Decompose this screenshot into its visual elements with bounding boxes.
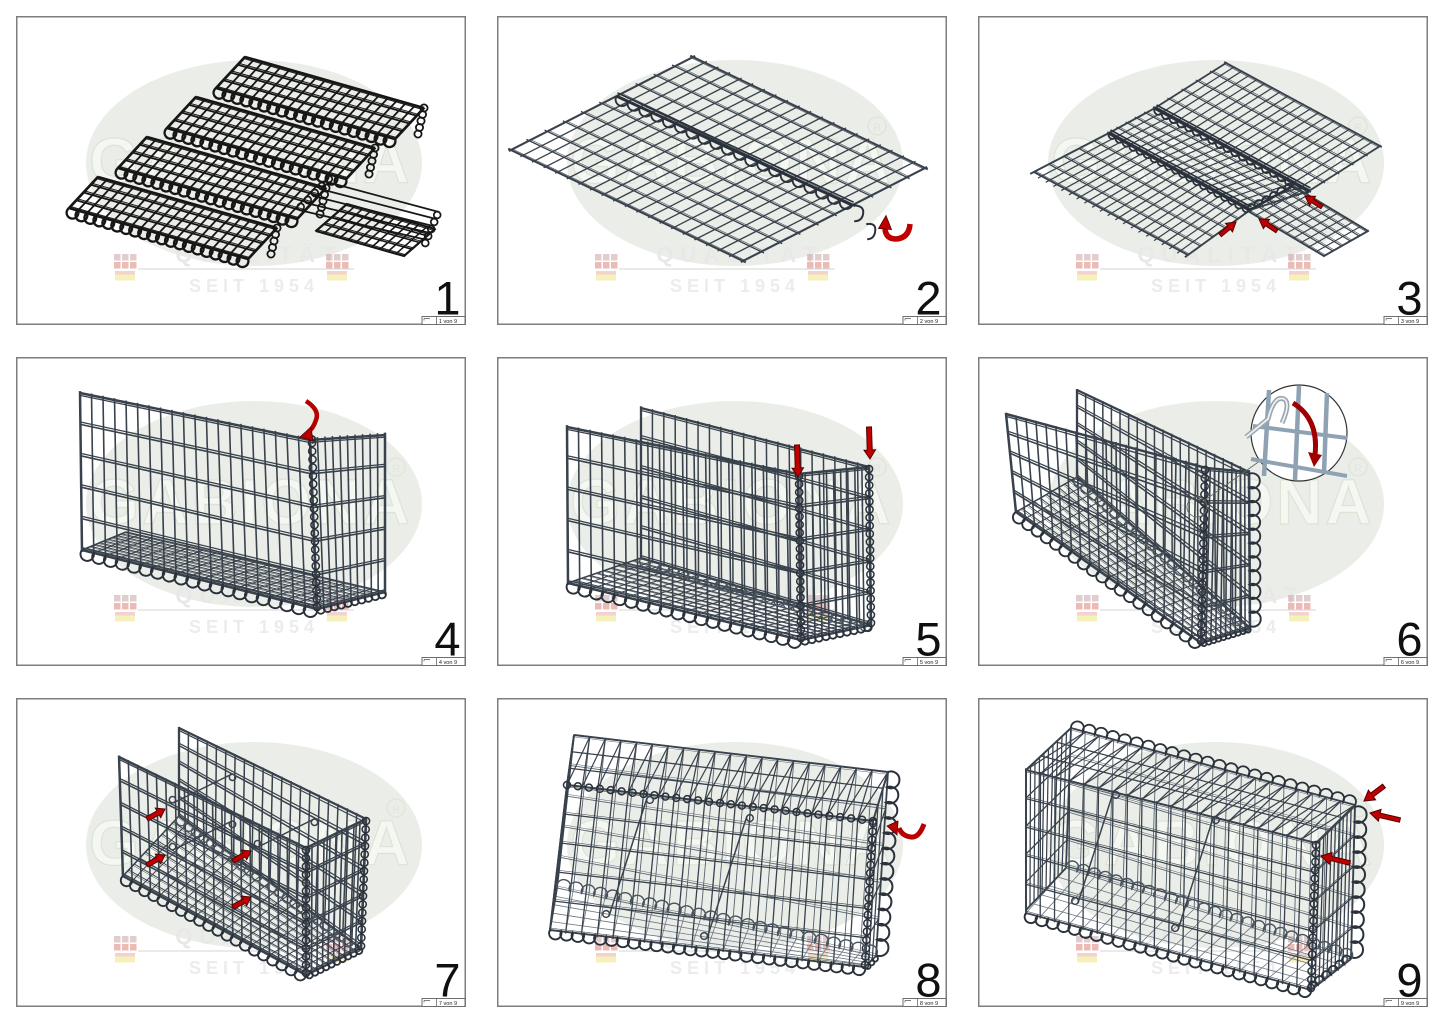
svg-text:R: R bbox=[1354, 463, 1362, 475]
svg-text:SEIT 1954: SEIT 1954 bbox=[189, 617, 319, 637]
svg-text:R: R bbox=[873, 463, 881, 475]
svg-text:SEIT 1954: SEIT 1954 bbox=[670, 276, 800, 296]
svg-text:7: 7 bbox=[434, 954, 460, 1007]
svg-text:5 von 9: 5 von 9 bbox=[920, 660, 938, 666]
svg-text:5: 5 bbox=[915, 613, 941, 666]
svg-text:R: R bbox=[392, 804, 400, 816]
svg-text:6 von 9: 6 von 9 bbox=[1401, 660, 1419, 666]
svg-text:8: 8 bbox=[915, 954, 941, 1007]
svg-text:1 von 9: 1 von 9 bbox=[439, 319, 457, 325]
svg-text:4 von 9: 4 von 9 bbox=[439, 660, 457, 666]
svg-text:1: 1 bbox=[434, 272, 460, 325]
svg-text:8 von 9: 8 von 9 bbox=[920, 1001, 938, 1007]
svg-text:R: R bbox=[392, 463, 400, 475]
svg-text:6: 6 bbox=[1396, 613, 1422, 666]
svg-text:QUALITÄT: QUALITÄT bbox=[656, 242, 823, 267]
svg-text:2 von 9: 2 von 9 bbox=[920, 319, 938, 325]
svg-text:R: R bbox=[1354, 804, 1362, 816]
svg-text:3 von 9: 3 von 9 bbox=[1401, 319, 1419, 325]
svg-text:SEIT 1954: SEIT 1954 bbox=[189, 276, 319, 296]
svg-text:QUALITÄT: QUALITÄT bbox=[1137, 242, 1304, 267]
svg-text:2: 2 bbox=[915, 272, 941, 325]
svg-text:R: R bbox=[1354, 122, 1362, 134]
svg-text:R: R bbox=[873, 122, 881, 134]
svg-text:7 von 9: 7 von 9 bbox=[439, 1001, 457, 1007]
svg-text:3: 3 bbox=[1396, 272, 1422, 325]
svg-text:9: 9 bbox=[1396, 954, 1422, 1007]
svg-text:4: 4 bbox=[434, 613, 460, 666]
svg-text:SEIT 1954: SEIT 1954 bbox=[1151, 276, 1281, 296]
svg-text:9 von 9: 9 von 9 bbox=[1401, 1001, 1419, 1007]
